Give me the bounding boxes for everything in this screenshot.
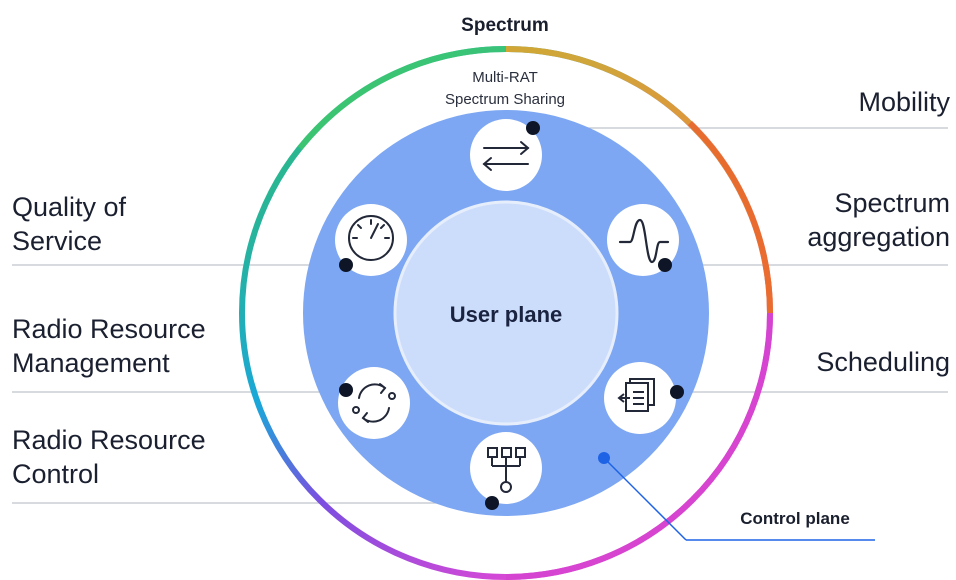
- qos-dot: [339, 258, 353, 272]
- multi-rat-line1: Multi-RAT: [472, 69, 538, 86]
- spectrum-ring: [239, 46, 774, 580]
- refresh-cycle-icon: [338, 367, 410, 439]
- multi-rat-line2: Spectrum Sharing: [445, 91, 565, 108]
- guide-lines: [12, 127, 948, 504]
- mobility-label-line1: Mobility: [858, 87, 950, 117]
- scheduling-label: Scheduling: [816, 345, 950, 379]
- waveform-icon: [607, 204, 679, 276]
- rrm-dot: [339, 383, 353, 397]
- qos-label-line2: Service: [12, 226, 103, 256]
- scheduling-label-line1: Scheduling: [816, 347, 950, 377]
- scheduling-dot: [670, 385, 684, 399]
- rrc-label: Radio Resource Control: [12, 423, 206, 491]
- hierarchy-icon: [470, 432, 542, 504]
- rrm-label: Radio Resource Management: [12, 312, 206, 380]
- rrm-label-line1: Radio Resource: [12, 314, 206, 344]
- aggregation-dot: [658, 258, 672, 272]
- control-plane-dot: [598, 452, 610, 464]
- user-plane-circle: [393, 200, 619, 426]
- qos-label: Quality of Service: [12, 190, 126, 258]
- rrc-label-line2: Control: [12, 459, 100, 489]
- user-plane-label: User plane: [450, 302, 563, 327]
- gauge-icon: [335, 204, 407, 276]
- arrows-exchange-icon: [470, 119, 542, 191]
- mobility-dot: [526, 121, 540, 135]
- rrc-label-line1: Radio Resource: [12, 425, 206, 455]
- rrm-label-line2: Management: [12, 348, 170, 378]
- spectrum-title: Spectrum: [461, 15, 549, 36]
- aggregation-label-line2: aggregation: [807, 222, 950, 252]
- document-inbox-icon: [604, 362, 676, 434]
- control-plane-label: Control plane: [740, 509, 850, 528]
- aggregation-label: Spectrum aggregation: [807, 186, 950, 254]
- mobility-label: Mobility: [858, 85, 950, 119]
- rrc-dot: [485, 496, 499, 510]
- control-plane-pointer: [598, 452, 875, 541]
- aggregation-label-line1: Spectrum: [834, 188, 950, 218]
- qos-label-line1: Quality of: [12, 192, 127, 222]
- connector-dots: [339, 121, 684, 510]
